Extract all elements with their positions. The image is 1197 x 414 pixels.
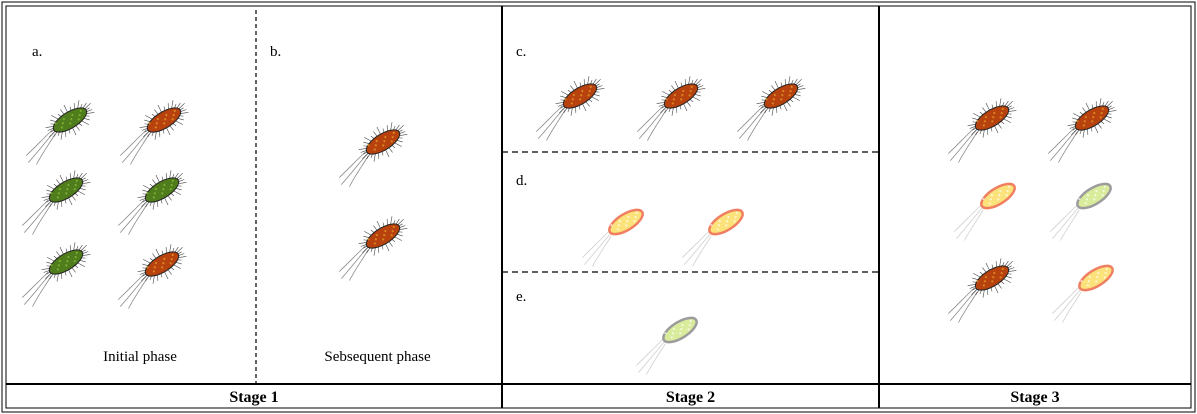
bacterium-a-1 bbox=[25, 100, 95, 165]
caption-subsequent-phase: Sebsequent phase bbox=[324, 349, 431, 365]
bacterium-stage3-6 bbox=[1051, 264, 1114, 323]
inner-border bbox=[5, 5, 1192, 409]
caption-initial-phase: Initial phase bbox=[103, 349, 177, 365]
bacterium-c-1 bbox=[535, 76, 605, 141]
panel-label-c: c. bbox=[516, 44, 527, 60]
bacterium-e-1 bbox=[635, 316, 698, 375]
bacterium-stage3-4 bbox=[1049, 182, 1112, 241]
bacterium-c-2 bbox=[636, 76, 706, 141]
bacterium-stage3-2 bbox=[1047, 98, 1117, 163]
bacterium-b-1 bbox=[338, 122, 408, 187]
panel-label-a: a. bbox=[32, 44, 43, 60]
bacterium-stage3-3 bbox=[953, 182, 1016, 241]
bacterium-stage3-5 bbox=[947, 258, 1017, 323]
bacterium-a-5 bbox=[21, 242, 91, 307]
stage-label-3: Stage 3 bbox=[1010, 389, 1060, 406]
bacterium-c-3 bbox=[736, 76, 806, 141]
bacterium-d-1 bbox=[581, 208, 644, 267]
stage-label-2: Stage 2 bbox=[665, 389, 716, 406]
bacterium-b-2 bbox=[338, 216, 408, 281]
panel-label-d: d. bbox=[516, 173, 528, 189]
bacterium-a-3 bbox=[21, 170, 91, 235]
bacterium-a-4 bbox=[117, 170, 187, 235]
panel-label-e: e. bbox=[516, 289, 527, 305]
bacterium-stage3-1 bbox=[947, 98, 1017, 163]
bacterium-d-2 bbox=[681, 208, 744, 267]
stage-label-1: Stage 1 bbox=[229, 389, 279, 406]
bacterium-a-6 bbox=[117, 244, 187, 309]
panel-label-b: b. bbox=[270, 44, 282, 60]
bacterium-a-2 bbox=[119, 100, 189, 165]
